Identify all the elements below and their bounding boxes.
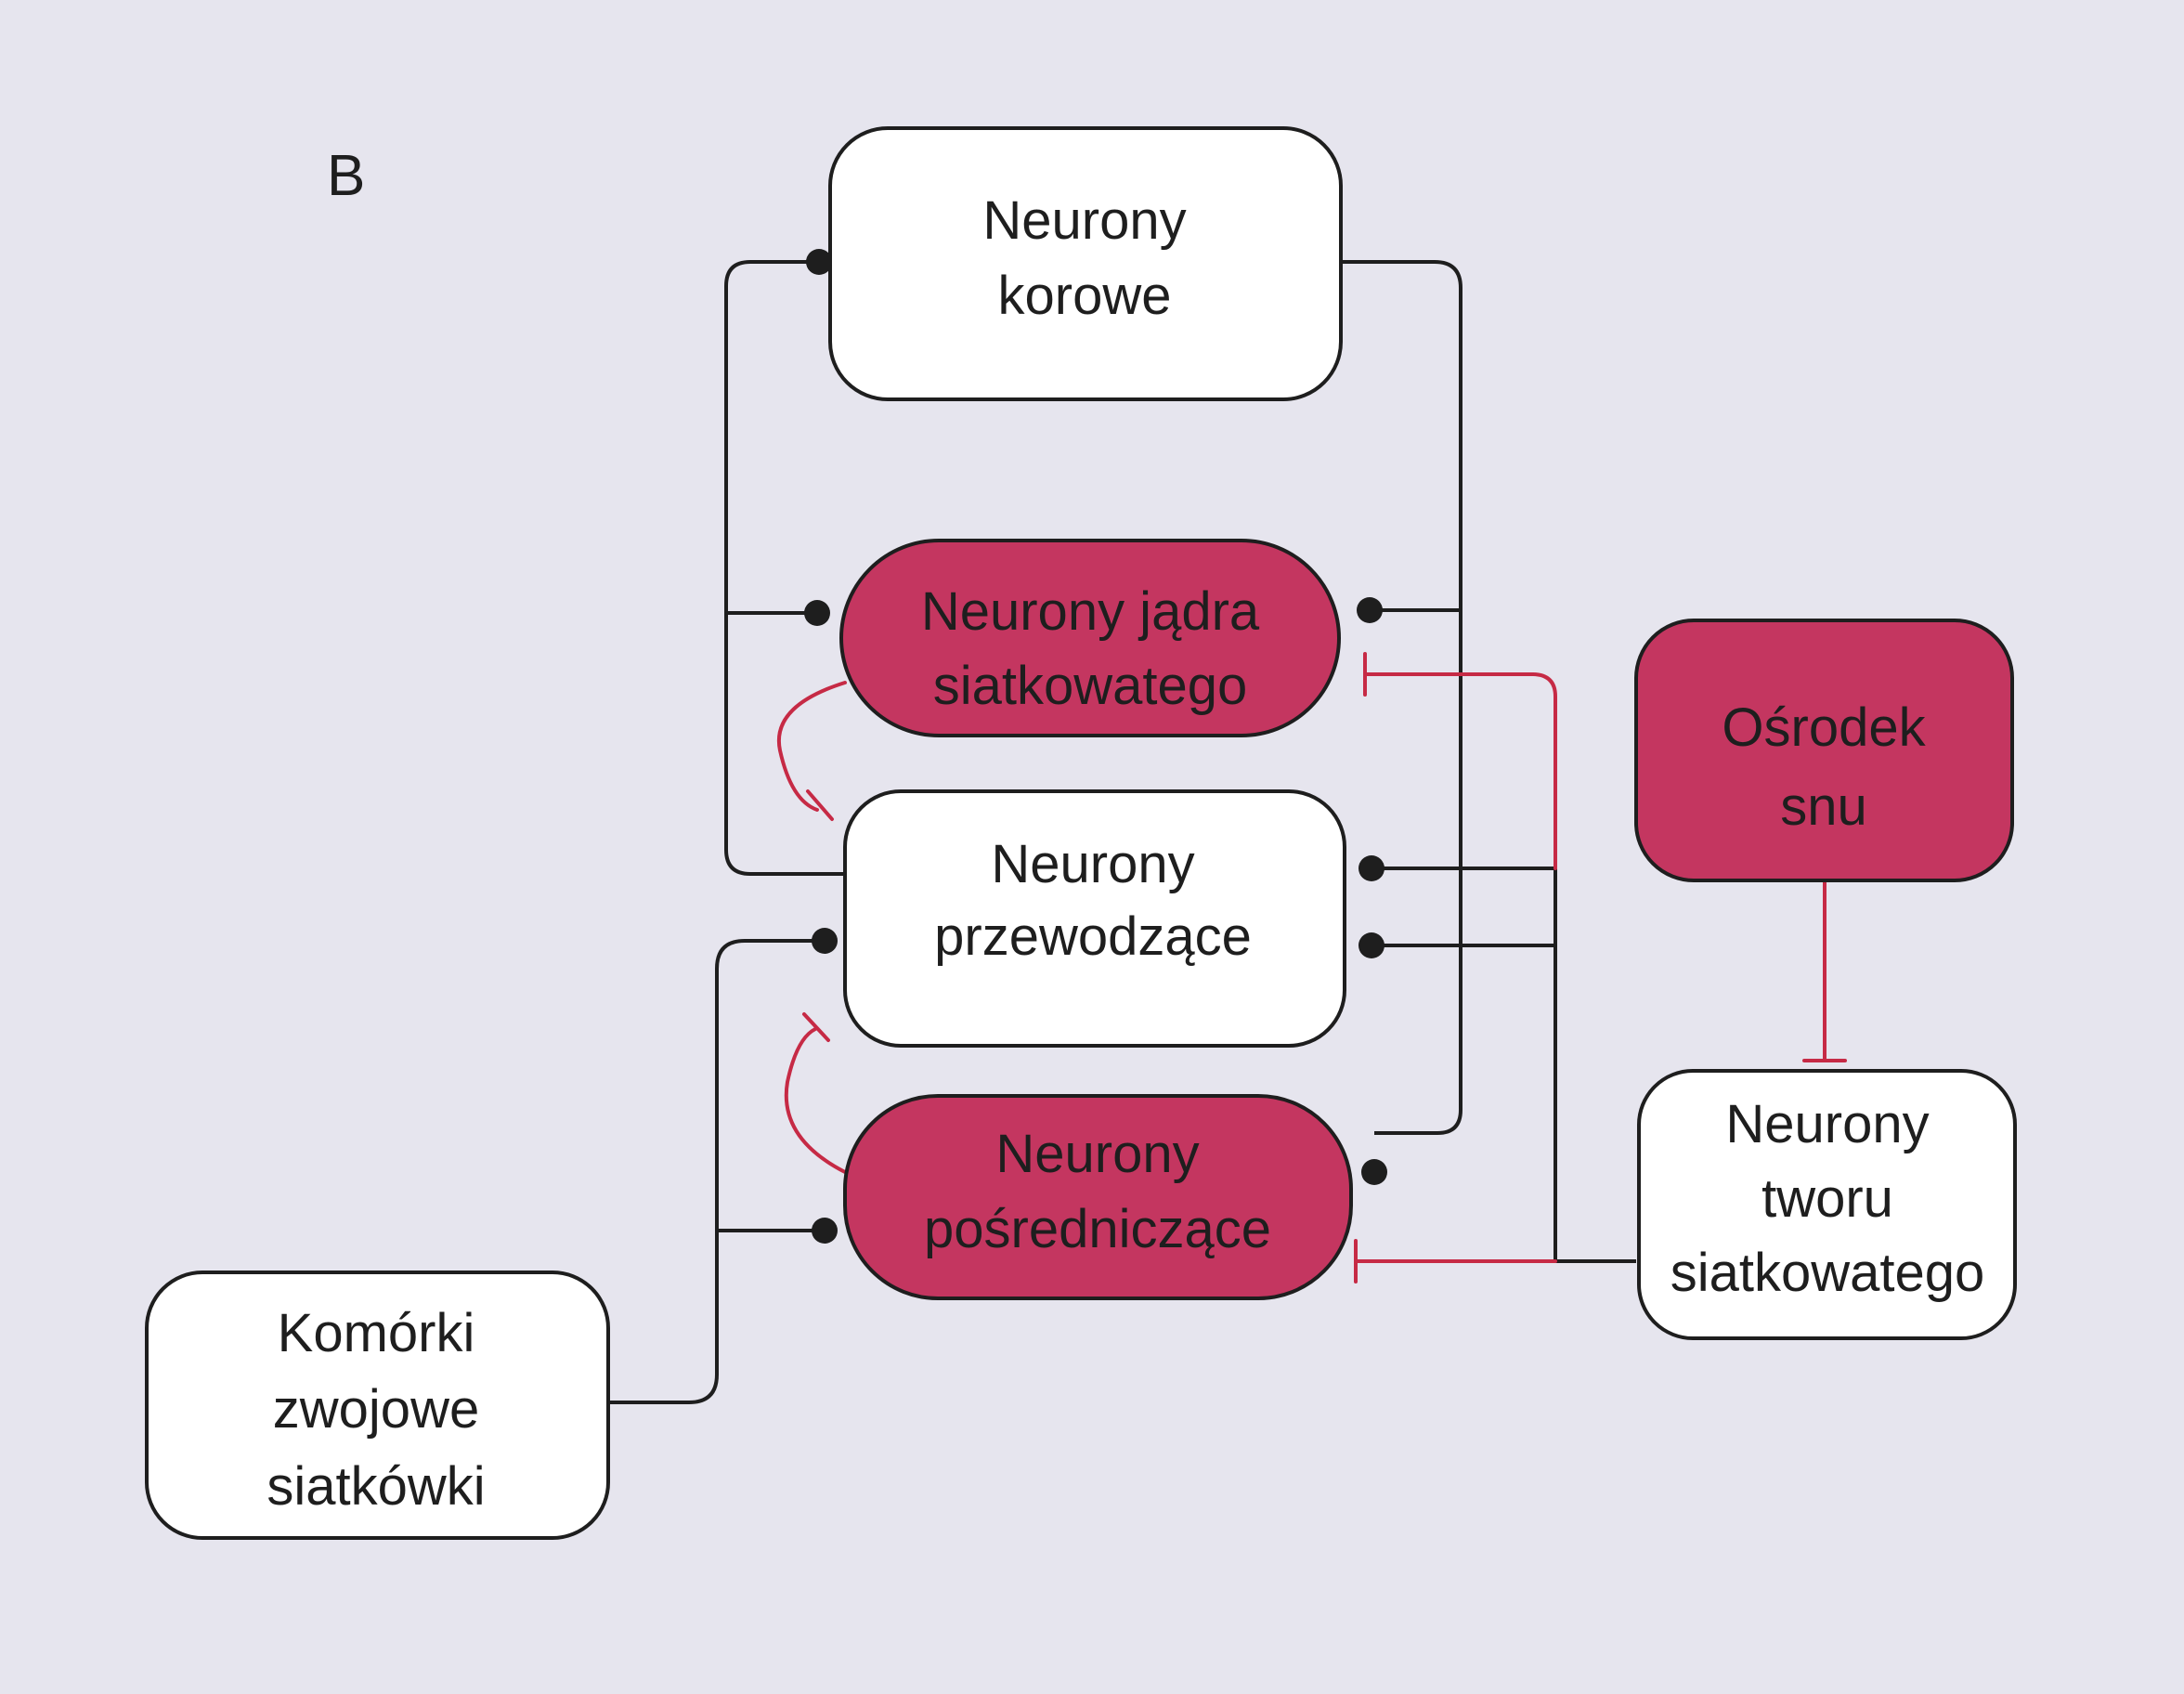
retinal-ganglion-label-line1: Komórki	[278, 1303, 475, 1363]
reticular-nucleus-label-line1: Neurony jądra	[921, 581, 1260, 642]
reticular-to-relay-inhibition	[776, 681, 847, 812]
synapse-dot-interneuron-right	[1361, 1159, 1387, 1185]
interneuron-label-line1: Neurony	[995, 1124, 1199, 1184]
interneuron-box	[843, 1094, 1353, 1300]
panel-letter: B	[327, 144, 365, 208]
sleep-center-label-line1: Ośrodek	[1722, 697, 1926, 758]
node-sleep-center: Ośrodek snu	[1634, 619, 2014, 882]
reticular-formation-label-line2: tworu	[1762, 1168, 1893, 1229]
relay-box	[843, 789, 1346, 1048]
interneuron-to-relay-inhibition	[784, 1027, 847, 1174]
reticular-formation-box	[1637, 1069, 2017, 1340]
synapse-dot-reticular-left	[804, 600, 830, 626]
synapse-dot-relay-lower-right	[1358, 932, 1384, 958]
synapse-dot-interneuron-left	[812, 1218, 838, 1244]
reticular-nucleus-label-line2: siatkowatego	[933, 656, 1248, 716]
node-cortical-neurons: Neurony korowe	[828, 126, 1343, 401]
reticular-formation-label-line1: Neurony	[1725, 1094, 1929, 1154]
sleep-center-box	[1634, 619, 2014, 882]
node-retinal-ganglion-cells: Komórki zwojowe siatkówki	[145, 1270, 610, 1540]
node-relay-neurons: Neurony przewodzące	[843, 789, 1346, 1048]
synapse-dot-cortical-in	[806, 249, 832, 275]
interneuron-to-relay-bar	[802, 1012, 830, 1042]
node-reticular-formation-neurons: Neurony tworu siatkowatego	[1637, 1069, 2017, 1340]
reticular-formation-bus	[1372, 867, 1636, 1263]
reticular-formation-label-line3: siatkowatego	[1670, 1243, 1985, 1303]
retinal-ganglion-label-line2: zwojowe	[273, 1379, 479, 1440]
reticular-nucleus-box	[839, 539, 1341, 737]
reticular-to-relay-bar	[806, 789, 834, 821]
cortical-label-line2: korowe	[998, 266, 1172, 326]
relay-to-cortical-line	[1342, 260, 1462, 1135]
node-interneurons: Neurony pośredniczące	[843, 1094, 1353, 1300]
retinal-ganglion-label-line3: siatkówki	[266, 1456, 485, 1517]
synapse-dot-relay-from-ganglion	[812, 928, 838, 954]
formation-to-reticular-inhibition	[1363, 672, 1557, 870]
cortical-box	[828, 126, 1343, 401]
sleep-center-label-line2: snu	[1780, 776, 1867, 837]
synapse-dot-relay-upper-right	[1358, 855, 1384, 881]
synapse-dot-reticular-right	[1357, 597, 1383, 623]
relay-label-line1: Neurony	[991, 834, 1194, 894]
node-reticular-nucleus-neurons: Neurony jądra siatkowatego	[839, 539, 1341, 737]
cortical-to-reticular-line	[724, 260, 852, 876]
retinal-ganglion-box	[145, 1270, 610, 1540]
relay-label-line2: przewodzące	[934, 906, 1252, 967]
interneuron-label-line2: pośredniczące	[924, 1199, 1271, 1259]
cortical-label-line1: Neurony	[982, 190, 1186, 251]
ganglion-to-relay-line	[608, 939, 825, 1404]
